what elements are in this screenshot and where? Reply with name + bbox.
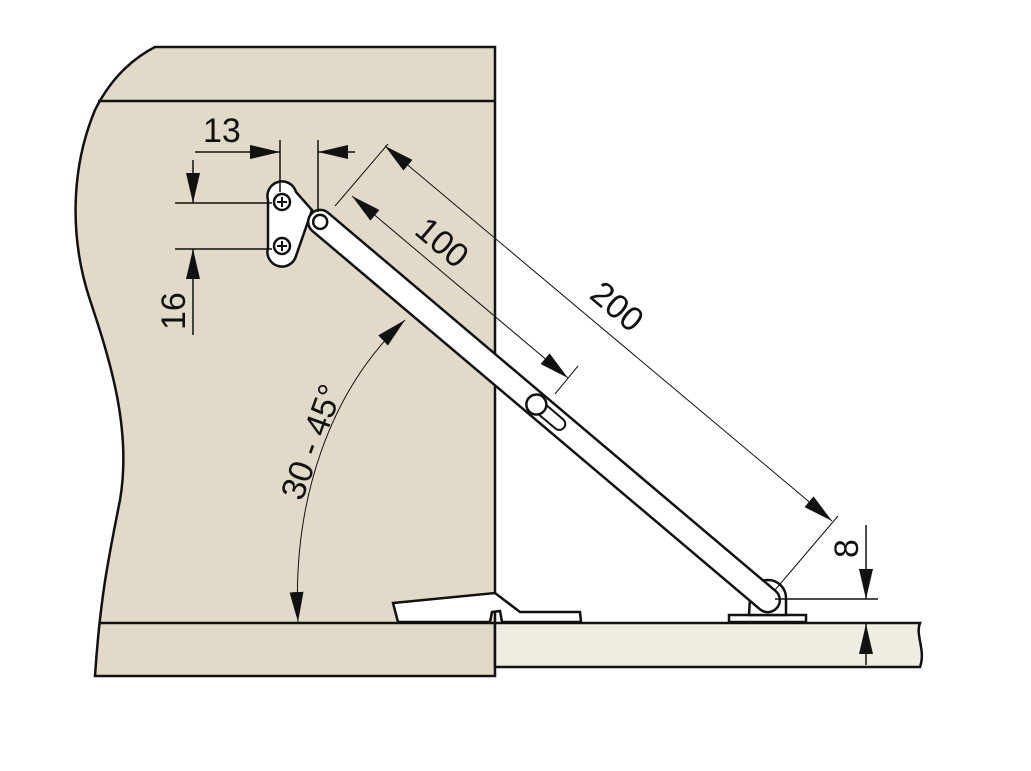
catch-fitting <box>391 591 583 624</box>
dimension-label: 16 <box>155 292 193 330</box>
dimension-label: 13 <box>203 112 241 150</box>
screw-icon <box>272 236 292 256</box>
cabinet-side <box>74 45 497 678</box>
dimension-16: 16 <box>155 160 272 335</box>
dimension-13: 13 <box>195 112 355 212</box>
screw-icon <box>272 192 292 212</box>
dimension-label: 200 <box>583 274 651 340</box>
shelf-panel <box>493 621 924 669</box>
dimension-label: 8 <box>828 539 866 558</box>
mounting-plate <box>266 180 314 268</box>
dimension-8: 8 <box>775 525 878 665</box>
